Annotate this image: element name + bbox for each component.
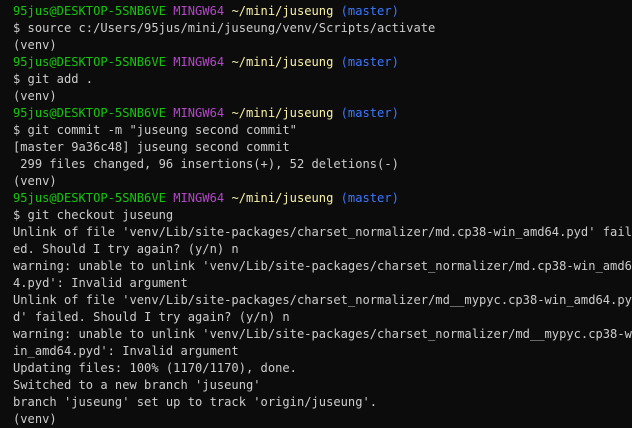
output-line: 4.pyd': Invalid argument	[13, 275, 623, 292]
output-line: d' failed. Should I try again? (y/n) n	[13, 309, 623, 326]
output-text: Updating files: 100% (1170/1170), done.	[13, 361, 297, 375]
output-text: d' failed. Should I try again? (y/n) n	[13, 310, 290, 324]
prompt-env: MINGW64	[173, 4, 225, 18]
command-text: $ git commit -m "juseung second commit"	[13, 123, 297, 137]
command-text: $ git add .	[13, 72, 94, 86]
prompt-user-host: 95jus@DESKTOP-5SNB6VE	[13, 106, 166, 120]
command-line: $ git commit -m "juseung second commit"	[13, 122, 623, 139]
output-line: (venv)	[13, 173, 623, 190]
output-line: [master 9a36c48] juseung second commit	[13, 139, 623, 156]
output-text: (venv)	[13, 412, 57, 426]
output-text: branch 'juseung' set up to track 'origin…	[13, 395, 378, 409]
output-line: Switched to a new branch 'juseung'	[13, 377, 623, 394]
output-line: (venv)	[13, 411, 623, 428]
output-text: Unlink of file 'venv/Lib/site-packages/c…	[13, 225, 632, 239]
prompt-line: 95jus@DESKTOP-5SNB6VE MINGW64 ~/mini/jus…	[13, 105, 623, 122]
output-line: (venv)	[13, 37, 623, 54]
output-line: in_amd64.pyd': Invalid argument	[13, 343, 623, 360]
output-text: Unlink of file 'venv/Lib/site-packages/c…	[13, 293, 632, 307]
prompt-line: 95jus@DESKTOP-5SNB6VE MINGW64 ~/mini/jus…	[13, 190, 623, 207]
output-text: Switched to a new branch 'juseung'	[13, 378, 261, 392]
prompt-env: MINGW64	[173, 106, 225, 120]
output-line: Unlink of file 'venv/Lib/site-packages/c…	[13, 292, 632, 309]
prompt-path: ~/mini/juseung	[231, 191, 334, 205]
prompt-branch: (master)	[340, 191, 399, 205]
output-line: 299 files changed, 96 insertions(+), 52 …	[13, 156, 623, 173]
output-text: (venv)	[13, 174, 57, 188]
output-line: Updating files: 100% (1170/1170), done.	[13, 360, 623, 377]
output-text: in_amd64.pyd': Invalid argument	[13, 344, 239, 358]
output-line: ed. Should I try again? (y/n) n	[13, 241, 623, 258]
prompt-branch: (master)	[340, 4, 399, 18]
output-text: ed. Should I try again? (y/n) n	[13, 242, 239, 256]
command-line: $ source c:/Users/95jus/mini/juseung/ven…	[13, 20, 623, 37]
output-text: warning: unable to unlink 'venv/Lib/site…	[13, 327, 632, 341]
command-line: $ git add .	[13, 71, 623, 88]
output-line: warning: unable to unlink 'venv/Lib/site…	[13, 326, 632, 343]
output-text: 299 files changed, 96 insertions(+), 52 …	[13, 157, 399, 171]
output-text: 4.pyd': Invalid argument	[13, 276, 188, 290]
terminal-output: 95jus@DESKTOP-5SNB6VE MINGW64 ~/mini/jus…	[13, 3, 632, 428]
prompt-path: ~/mini/juseung	[231, 4, 334, 18]
command-text: $ source c:/Users/95jus/mini/juseung/ven…	[13, 21, 436, 35]
prompt-path: ~/mini/juseung	[231, 106, 334, 120]
prompt-user-host: 95jus@DESKTOP-5SNB6VE	[13, 4, 166, 18]
output-line: (venv)	[13, 88, 623, 105]
output-line: branch 'juseung' set up to track 'origin…	[13, 394, 623, 411]
prompt-env: MINGW64	[173, 55, 225, 69]
output-line: Unlink of file 'venv/Lib/site-packages/c…	[13, 224, 632, 241]
output-text: (venv)	[13, 89, 57, 103]
output-text: (venv)	[13, 38, 57, 52]
prompt-branch: (master)	[340, 55, 399, 69]
prompt-path: ~/mini/juseung	[231, 55, 334, 69]
output-text: warning: unable to unlink 'venv/Lib/site…	[13, 259, 632, 273]
output-text: [master 9a36c48] juseung second commit	[13, 140, 290, 154]
prompt-line: 95jus@DESKTOP-5SNB6VE MINGW64 ~/mini/jus…	[13, 54, 623, 71]
prompt-branch: (master)	[340, 106, 399, 120]
command-line: $ git checkout juseung	[13, 207, 623, 224]
command-text: $ git checkout juseung	[13, 208, 174, 222]
prompt-env: MINGW64	[173, 191, 225, 205]
prompt-user-host: 95jus@DESKTOP-5SNB6VE	[13, 191, 166, 205]
output-line: warning: unable to unlink 'venv/Lib/site…	[13, 258, 632, 275]
prompt-line: 95jus@DESKTOP-5SNB6VE MINGW64 ~/mini/jus…	[13, 3, 623, 20]
prompt-user-host: 95jus@DESKTOP-5SNB6VE	[13, 55, 166, 69]
